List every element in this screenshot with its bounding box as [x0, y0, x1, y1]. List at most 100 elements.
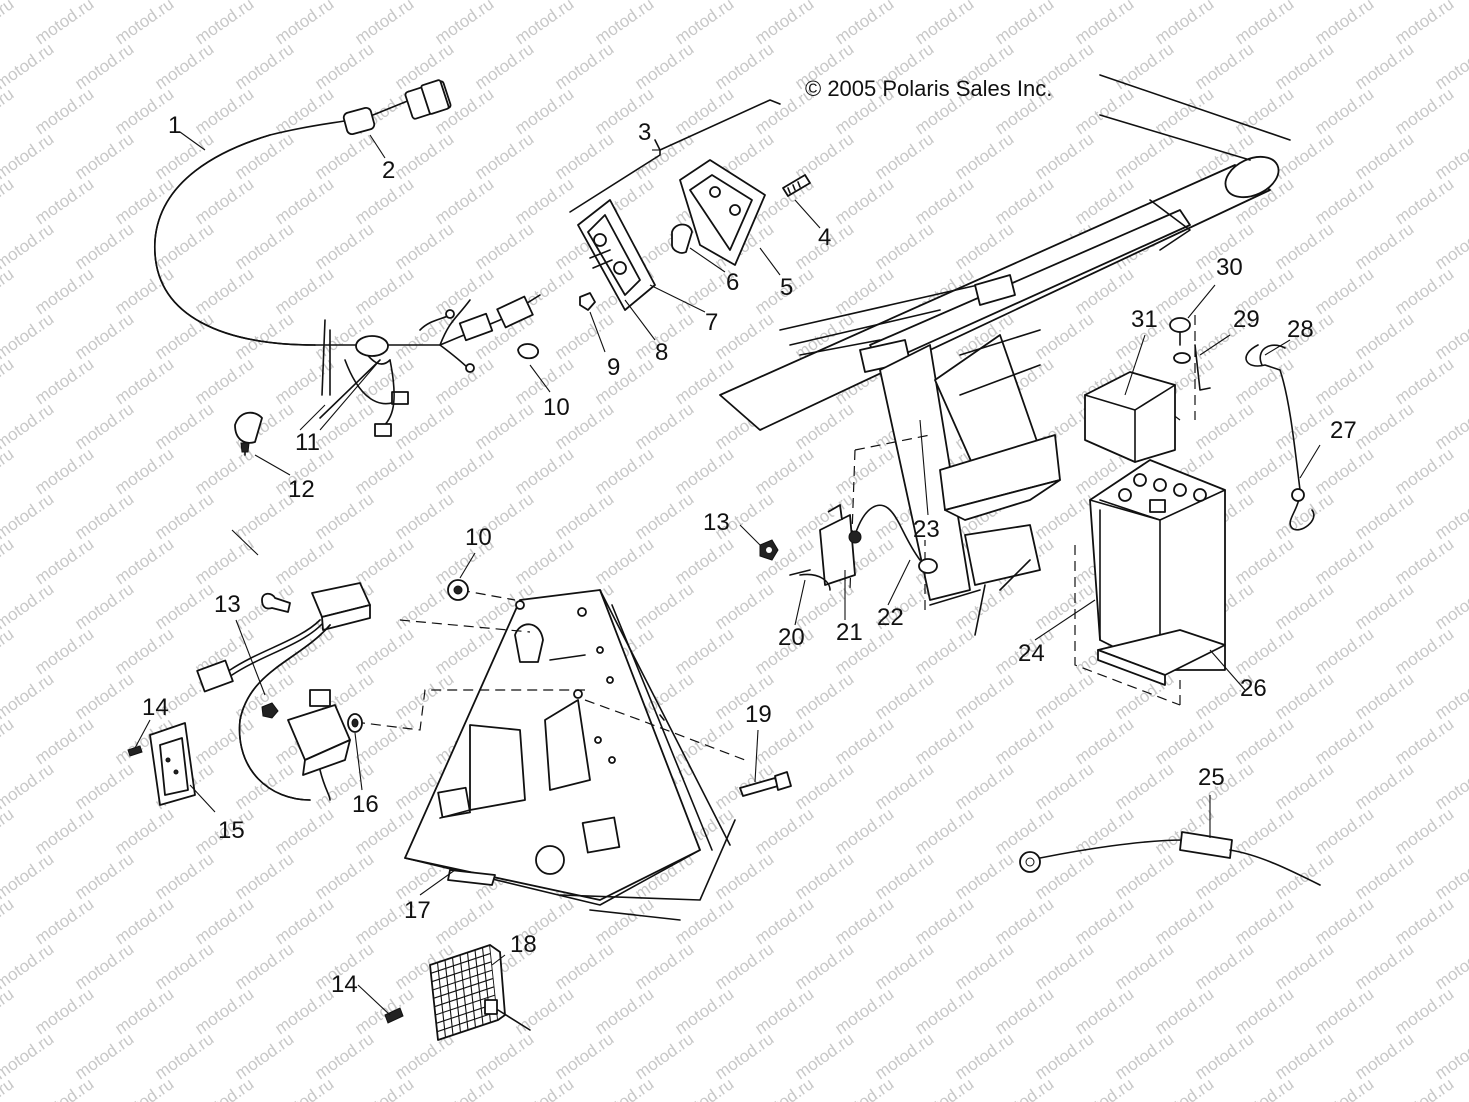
watermark-text: motod.ru — [871, 129, 937, 183]
callout-5: 5 — [780, 274, 793, 301]
watermark-text: motod.ru — [231, 309, 297, 363]
callout-labels: 1 2 3 4 5 6 7 8 9 10 11 12 10 13 13 14 1… — [142, 112, 1357, 998]
watermark-text: motod.ru — [1031, 669, 1097, 723]
watermark-text: motod.ru — [991, 804, 1057, 858]
watermark-text: motod.ru — [0, 309, 57, 363]
watermark-text: motod.ru — [631, 39, 697, 93]
watermark-text: motod.ru — [1431, 1029, 1469, 1083]
watermark-text: motod.ru — [671, 984, 737, 1038]
watermark-text: motod.ru — [711, 309, 777, 363]
watermark-text: motod.ru — [151, 489, 217, 543]
watermark-text: motod.ru — [871, 219, 937, 273]
watermark-text: motod.ru — [151, 219, 217, 273]
watermark-text: motod.ru — [191, 984, 257, 1038]
watermark-text: motod.ru — [1231, 984, 1297, 1038]
watermark-text: motod.ru — [1151, 984, 1217, 1038]
watermark-text: motod.ru — [591, 444, 657, 498]
watermark-text: motod.ru — [1031, 1029, 1097, 1083]
watermark-text: motod.ru — [671, 1074, 737, 1102]
watermark-text: motod.ru — [0, 174, 17, 228]
watermark-text: motod.ru — [391, 489, 457, 543]
watermark-text: motod.ru — [551, 1029, 617, 1083]
watermark-text: motod.ru — [1431, 39, 1469, 93]
watermark-text: motod.ru — [111, 354, 177, 408]
watermark-text: motod.ru — [0, 84, 17, 138]
watermark-text: motod.ru — [1431, 939, 1469, 993]
watermark-text: motod.ru — [0, 129, 57, 183]
watermark-text: motod.ru — [751, 894, 817, 948]
watermark-text: motod.ru — [1111, 939, 1177, 993]
watermark-text: motod.ru — [31, 804, 97, 858]
watermark-text: motod.ru — [71, 309, 137, 363]
callout-30: 30 — [1216, 254, 1243, 281]
callout-11: 11 — [295, 429, 320, 456]
watermark-text: motod.ru — [511, 444, 577, 498]
watermark-text: motod.ru — [791, 1029, 857, 1083]
watermark-text: motod.ru — [671, 624, 737, 678]
watermark-text: motod.ru — [151, 849, 217, 903]
watermark-text: motod.ru — [631, 399, 697, 453]
watermark-text: motod.ru — [191, 534, 257, 588]
watermark-text: motod.ru — [191, 264, 257, 318]
watermark-text: motod.ru — [71, 579, 137, 633]
watermark-text: motod.ru — [1231, 84, 1297, 138]
watermark-text: motod.ru — [511, 174, 577, 228]
watermark-text: motod.ru — [0, 984, 17, 1038]
watermark-text: motod.ru — [591, 0, 657, 48]
watermark-text: motod.ru — [1391, 354, 1457, 408]
watermark-text: motod.ru — [511, 534, 577, 588]
watermark-text: motod.ru — [1231, 714, 1297, 768]
watermark-text: motod.ru — [31, 624, 97, 678]
callout-13-right: 13 — [703, 509, 730, 536]
watermark-text: motod.ru — [191, 1074, 257, 1102]
watermark-text: motod.ru — [631, 579, 697, 633]
watermark-text: motod.ru — [431, 354, 497, 408]
watermark-text: motod.ru — [1431, 399, 1469, 453]
watermark-text: motod.ru — [591, 984, 657, 1038]
watermark-text: motod.ru — [1311, 714, 1377, 768]
watermark-text: motod.ru — [1151, 894, 1217, 948]
callout-28: 28 — [1287, 316, 1314, 343]
watermark-text: motod.ru — [111, 984, 177, 1038]
watermark-text: motod.ru — [991, 174, 1057, 228]
watermark-text: motod.ru — [1351, 489, 1417, 543]
watermark-text: motod.ru — [231, 219, 297, 273]
watermark-text: motod.ru — [351, 534, 417, 588]
watermark-text: motod.ru — [1391, 624, 1457, 678]
watermark-text: motod.ru — [311, 849, 377, 903]
watermark-text: motod.ru — [831, 804, 897, 858]
watermark-text: motod.ru — [1391, 894, 1457, 948]
watermark-text: motod.ru — [511, 84, 577, 138]
watermark-text: motod.ru — [831, 894, 897, 948]
watermark-text: motod.ru — [271, 264, 337, 318]
watermark-text: motod.ru — [1031, 489, 1097, 543]
watermark-text: motod.ru — [1031, 579, 1097, 633]
watermark-text: motod.ru — [1031, 759, 1097, 813]
watermark-text: motod.ru — [791, 849, 857, 903]
watermark-text: motod.ru — [1271, 939, 1337, 993]
watermark-text: motod.ru — [31, 444, 97, 498]
watermark-text: motod.ru — [31, 84, 97, 138]
watermark-text: motod.ru — [1271, 399, 1337, 453]
watermark-text: motod.ru — [271, 174, 337, 228]
watermark-text: motod.ru — [1431, 759, 1469, 813]
callout-17: 17 — [404, 897, 431, 924]
watermark-text: motod.ru — [911, 0, 977, 48]
watermark-text: motod.ru — [911, 984, 977, 1038]
watermark-text: motod.ru — [0, 489, 57, 543]
watermark-text: motod.ru — [831, 984, 897, 1038]
battery-strap — [1245, 344, 1315, 531]
watermark-text: motod.ru — [1351, 39, 1417, 93]
watermark-text: motod.ru — [71, 39, 137, 93]
watermark-text: motod.ru — [471, 39, 537, 93]
watermark-text: motod.ru — [511, 1074, 577, 1102]
callout-10-top: 10 — [543, 394, 570, 421]
watermark-text: motod.ru — [871, 669, 937, 723]
callout-26: 26 — [1240, 675, 1267, 702]
watermark-text: motod.ru — [1311, 264, 1377, 318]
callout-20: 20 — [778, 624, 805, 651]
callout-13-left: 13 — [214, 591, 241, 618]
callout-2: 2 — [382, 157, 395, 184]
watermark-text: motod.ru — [151, 39, 217, 93]
